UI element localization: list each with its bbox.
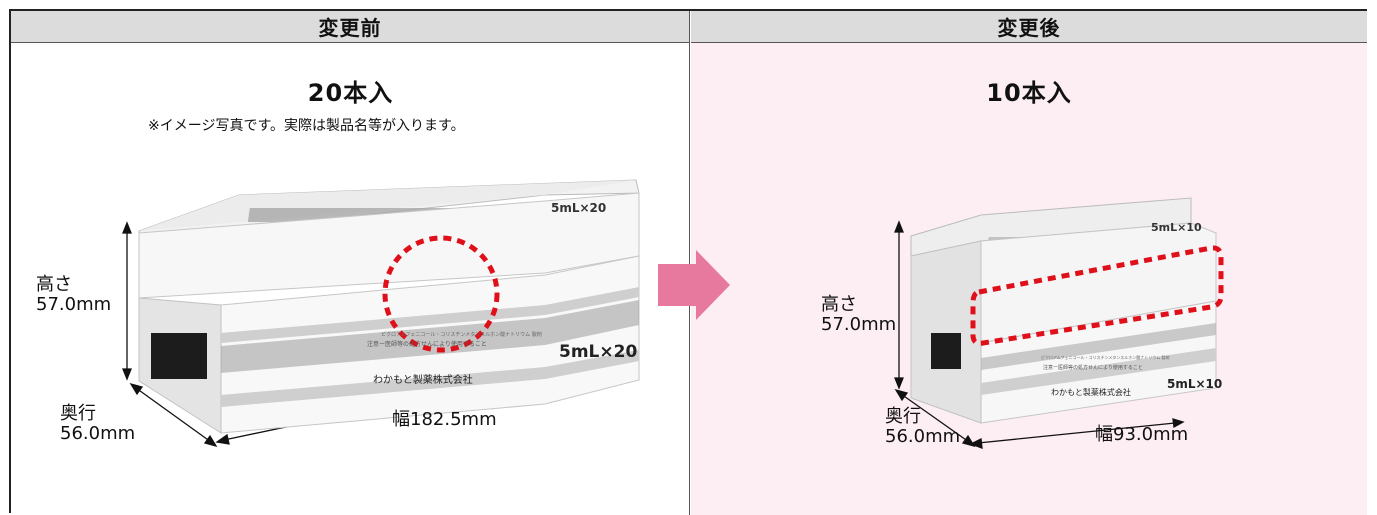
header-after: 変更後 xyxy=(691,11,1367,43)
after-height: 高さ 57.0mm xyxy=(821,295,896,335)
after-dimension-arrows xyxy=(894,220,1185,449)
before-height-label: 高さ xyxy=(36,274,72,295)
before-caution: 注意ー医師等の処方せんにより使用すること xyxy=(367,340,487,348)
after-package-image: 5mL×10 5mL×10 注意ー医師等の処方せんにより使用すること ピクロアム… xyxy=(894,197,1224,449)
after-highlight-rect xyxy=(970,245,1224,346)
before-package-image: 5mL×20 5mL×20 注意ー医師等の処方せんにより使用すること ピクロアム… xyxy=(122,179,640,448)
before-height: 高さ 57.0mm xyxy=(36,275,111,315)
after-height-value: 57.0mm xyxy=(821,314,897,335)
comparison-table: 変更前 変更後 20本入 ※イメージ写真です。実際は製品名等が入ります。 xyxy=(9,9,1367,515)
before-width-value: 幅182.5mm xyxy=(392,409,497,430)
before-highlight-circle xyxy=(382,235,500,353)
after-depth-label: 奥行 xyxy=(885,406,921,427)
before-column: 20本入 ※イメージ写真です。実際は製品名等が入ります。 xyxy=(11,43,690,515)
after-ingredient: ピクロアムフェニコール・コリスチンメタンスルホン酸ナトリウム 製剤 xyxy=(1041,354,1170,360)
header-before: 変更前 xyxy=(11,11,690,43)
before-quantity: 20本入 xyxy=(307,79,394,107)
before-maker: わかもと製薬株式会社 xyxy=(373,373,473,386)
before-depth: 奥行 56.0mm xyxy=(60,404,135,444)
before-top-label: 5mL×20 xyxy=(551,201,606,215)
image-note: ※イメージ写真です。実際は製品名等が入ります。 xyxy=(148,118,465,134)
after-height-label: 高さ xyxy=(821,294,857,315)
before-depth-label: 奥行 xyxy=(60,403,96,424)
before-depth-value: 56.0mm xyxy=(60,423,136,444)
after-depth-value: 56.0mm xyxy=(885,426,961,447)
after-width-value: 幅93.0mm xyxy=(1095,424,1189,445)
after-top-label: 5mL×10 xyxy=(1151,221,1202,234)
before-ingredient: ピクロアムフェニコール・コリスチンメタンスルホン酸ナトリウム 製剤 xyxy=(381,331,542,338)
change-arrow-icon xyxy=(658,250,730,320)
before-height-value: 57.0mm xyxy=(36,294,112,315)
after-caution: 注意ー医師等の処方せんにより使用すること xyxy=(1043,364,1143,371)
after-quantity: 10本入 xyxy=(986,79,1072,107)
after-depth: 奥行 56.0mm xyxy=(885,407,960,447)
after-column: 10本入 xyxy=(691,43,1367,515)
after-maker: わかもと製薬株式会社 xyxy=(1051,387,1131,397)
before-size-label: 5mL×20 xyxy=(559,342,637,362)
after-size-label: 5mL×10 xyxy=(1167,377,1222,391)
